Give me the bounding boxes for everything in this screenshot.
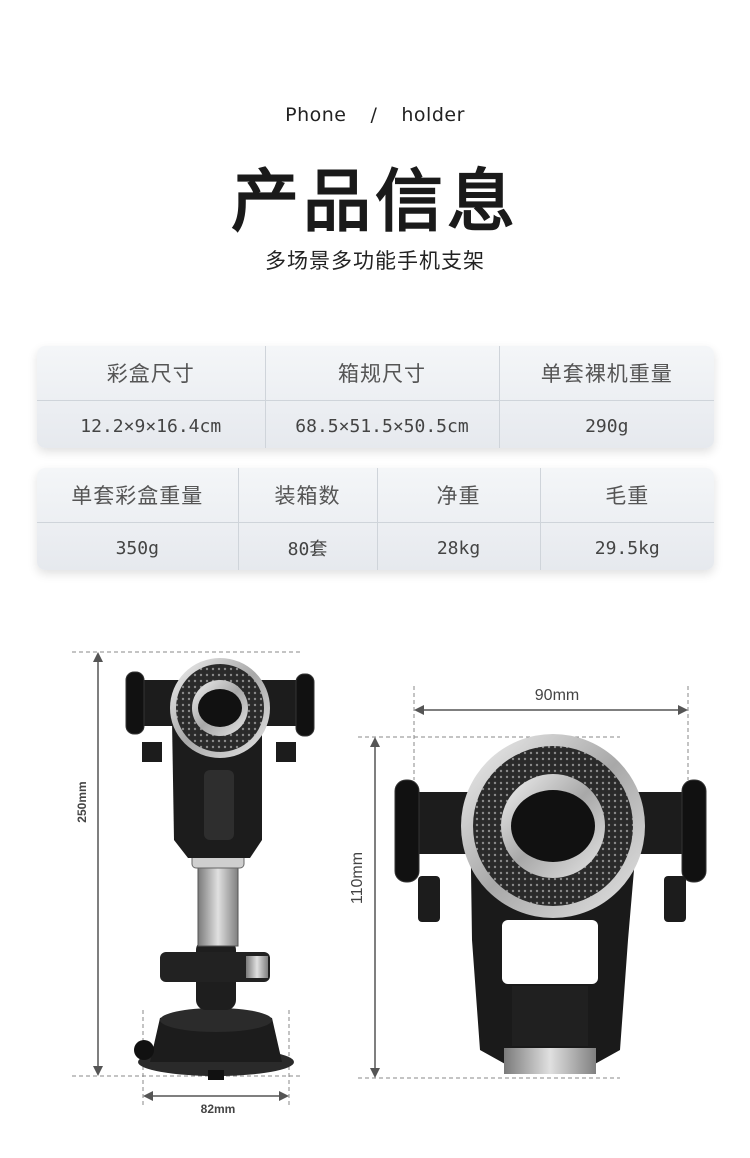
header-unit-net-weight: 单套裸机重量 (498, 346, 714, 401)
header-net-weight: 净重 (376, 468, 540, 523)
english-subtitle: Phone / holder (0, 104, 750, 126)
header-boxed-weight: 单套彩盒重量 (37, 468, 238, 523)
subtitle-slash: / (370, 104, 378, 126)
base-width-label: 82mm (201, 1102, 236, 1116)
page-title: 产品信息 (230, 163, 519, 242)
product-tagline: 多场景多功能手机支架 (265, 249, 485, 273)
value-pack-quantity: 80套 (237, 522, 377, 570)
product-dimension-drawing: 250mm 82mm (72, 651, 707, 1116)
header-gross-weight: 毛重 (539, 468, 714, 523)
header-carton-size: 箱规尺寸 (264, 346, 499, 401)
full-holder-illustration: 250mm 82mm (72, 651, 315, 1116)
spec-value-row: 12.2×9×16.4cm 68.5×51.5×50.5cm 290g (37, 400, 714, 448)
spec-card-1: 彩盒尺寸 箱规尺寸 单套裸机重量 12.2×9×16.4cm 68.5×51.5… (37, 346, 714, 448)
spec-table-1: 彩盒尺寸 箱规尺寸 单套裸机重量 12.2×9×16.4cm 68.5×51.5… (37, 346, 714, 448)
value-gross-weight: 29.5kg (539, 522, 714, 570)
header-box-size: 彩盒尺寸 (37, 346, 265, 401)
full-height-label: 250mm (75, 781, 89, 822)
head-width-label: 90mm (535, 687, 579, 704)
spec-table-2: 单套彩盒重量 装箱数 净重 毛重 350g 80套 28kg 29.5kg (37, 468, 714, 570)
head-height-label: 110mm (349, 852, 366, 904)
spec-card-2: 单套彩盒重量 装箱数 净重 毛重 350g 80套 28kg 29.5kg (37, 468, 714, 570)
spec-value-row: 350g 80套 28kg 29.5kg (37, 522, 714, 570)
spec-header-row: 单套彩盒重量 装箱数 净重 毛重 (37, 468, 714, 523)
value-net-weight: 28kg (376, 522, 540, 570)
value-box-size: 12.2×9×16.4cm (80, 415, 222, 437)
header-pack-quantity: 装箱数 (237, 468, 377, 523)
subtitle-word-holder: holder (401, 104, 465, 126)
value-boxed-weight: 350g (115, 537, 159, 559)
value-carton-size: 68.5×51.5×50.5cm (264, 400, 499, 448)
holder-head-illustration: 90mm 110mm (349, 686, 707, 1079)
value-unit-net-weight: 290g (498, 400, 714, 448)
spec-header-row: 彩盒尺寸 箱规尺寸 单套裸机重量 (37, 346, 714, 401)
subtitle-word-phone: Phone (285, 104, 347, 126)
dimension-figure: 250mm 82mm (0, 630, 750, 1130)
